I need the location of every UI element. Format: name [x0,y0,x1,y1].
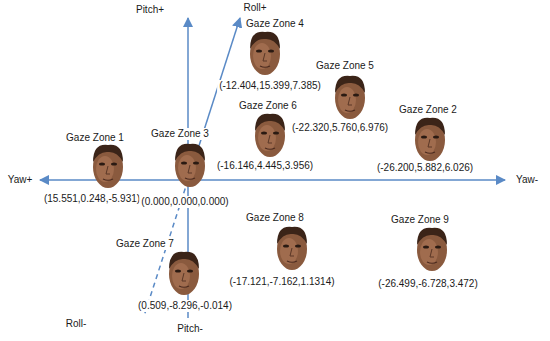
face-image [335,76,365,119]
zone-label: Gaze Zone 9 [389,214,451,226]
zone-label: Gaze Zone 2 [397,104,459,116]
coordinate-label: (-26.200,5.882,6.026) [375,162,475,174]
coordinate-label: (0.000,0.000,0.000) [139,196,230,208]
coordinate-label: (0.509,-8.296,-0.014) [136,300,234,312]
axis-label: Yaw- [514,174,540,186]
axis-label: Pitch- [175,323,205,335]
zone-label: Gaze Zone 5 [314,60,376,72]
axis-label: Roll+ [241,2,268,14]
axis-label: Yaw+ [6,174,35,186]
face-image [415,118,445,161]
zone-label: Gaze Zone 8 [244,212,306,224]
zone-label: Gaze Zone 6 [237,100,299,112]
zone-label: Gaze Zone 4 [244,18,306,30]
face-image [175,144,205,187]
coordinate-label: (-26.499,-6.728,3.472) [376,278,480,290]
face-image [417,228,447,271]
axis-label: Pitch+ [134,4,166,16]
coordinate-label: (-16.146,4.445,3.956) [215,160,315,172]
coordinate-label: (-22.320,5.760,6.976) [290,122,390,134]
coordinate-label: (-17.121,-7.162,1.1314) [227,276,336,288]
face-image [255,114,285,157]
face-image [277,227,307,270]
face-image [250,32,280,75]
coordinate-label: (15.551,0.248,-5.931) [42,193,142,205]
axis-label: Roll- [64,318,89,330]
face-image [169,252,199,295]
zone-label: Gaze Zone 3 [149,128,211,140]
zone-label: Gaze Zone 1 [64,132,126,144]
zone-label: Gaze Zone 7 [114,238,176,250]
coordinate-label: (-12.404,15.399,7.385) [217,80,323,92]
face-image [93,145,123,188]
